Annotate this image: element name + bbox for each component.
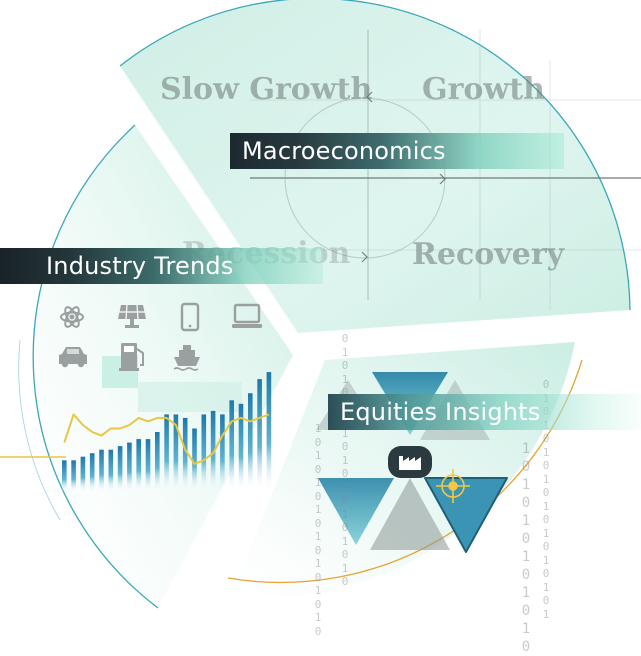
chart-bar: [173, 414, 179, 492]
chart-bar: [71, 460, 76, 493]
industry-trends-banner: Industry Trends: [0, 248, 323, 284]
chart-bar: [136, 439, 141, 492]
quadrant-slow-growth: Slow Growth: [160, 72, 373, 107]
equities-insights-banner: Equities Insights: [328, 394, 641, 430]
chart-bar: [108, 449, 114, 492]
chart-bar: [220, 414, 225, 492]
binary-stream: 1010101010101010: [314, 422, 322, 638]
highlight-triangle: [424, 477, 508, 553]
atom-icon: [60, 306, 84, 328]
laptop-icon: [232, 303, 262, 328]
chart-bar: [192, 428, 197, 492]
smartphone-icon: [180, 302, 200, 332]
chart-bar: [127, 442, 132, 492]
quadrant-recovery: Recovery: [412, 237, 565, 272]
chart-bar: [99, 449, 104, 492]
industry-trend-line: [63, 413, 270, 465]
chart-bar: [117, 446, 123, 492]
chart-bar: [62, 460, 67, 493]
chart-bar: [145, 439, 151, 492]
macroeconomics-label: Macroeconomics: [242, 137, 446, 165]
macroeconomics-banner: Macroeconomics: [230, 133, 564, 169]
car-icon: [59, 347, 87, 368]
factory-icon: [388, 446, 432, 478]
quadrant-growth: Growth: [422, 72, 545, 107]
industry-sector: [33, 125, 293, 608]
chart-bar: [229, 400, 234, 492]
industry-bar-chart: [62, 372, 272, 493]
ship-icon: [173, 345, 200, 371]
chart-bar: [89, 453, 95, 492]
chart-bar: [155, 432, 160, 492]
chart-bar: [201, 414, 207, 492]
chart-bar: [238, 403, 244, 492]
chart-bar: [248, 393, 253, 492]
target-icon: [436, 469, 470, 503]
binary-stream: 101010101010: [521, 441, 531, 655]
chart-bar: [182, 417, 188, 492]
solar-panel-icon: [118, 304, 146, 328]
chart-bar: [80, 456, 86, 492]
macro-sector-edge: [119, 0, 631, 311]
industry-trends-label: Industry Trends: [46, 252, 234, 280]
industry-sector-edge: [32, 124, 159, 609]
fuel-pump-icon: [119, 343, 144, 371]
chart-bar: [266, 372, 272, 492]
chart-bar: [164, 414, 169, 492]
chart-bar: [257, 379, 262, 492]
equities-insights-label: Equities Insights: [340, 398, 541, 426]
